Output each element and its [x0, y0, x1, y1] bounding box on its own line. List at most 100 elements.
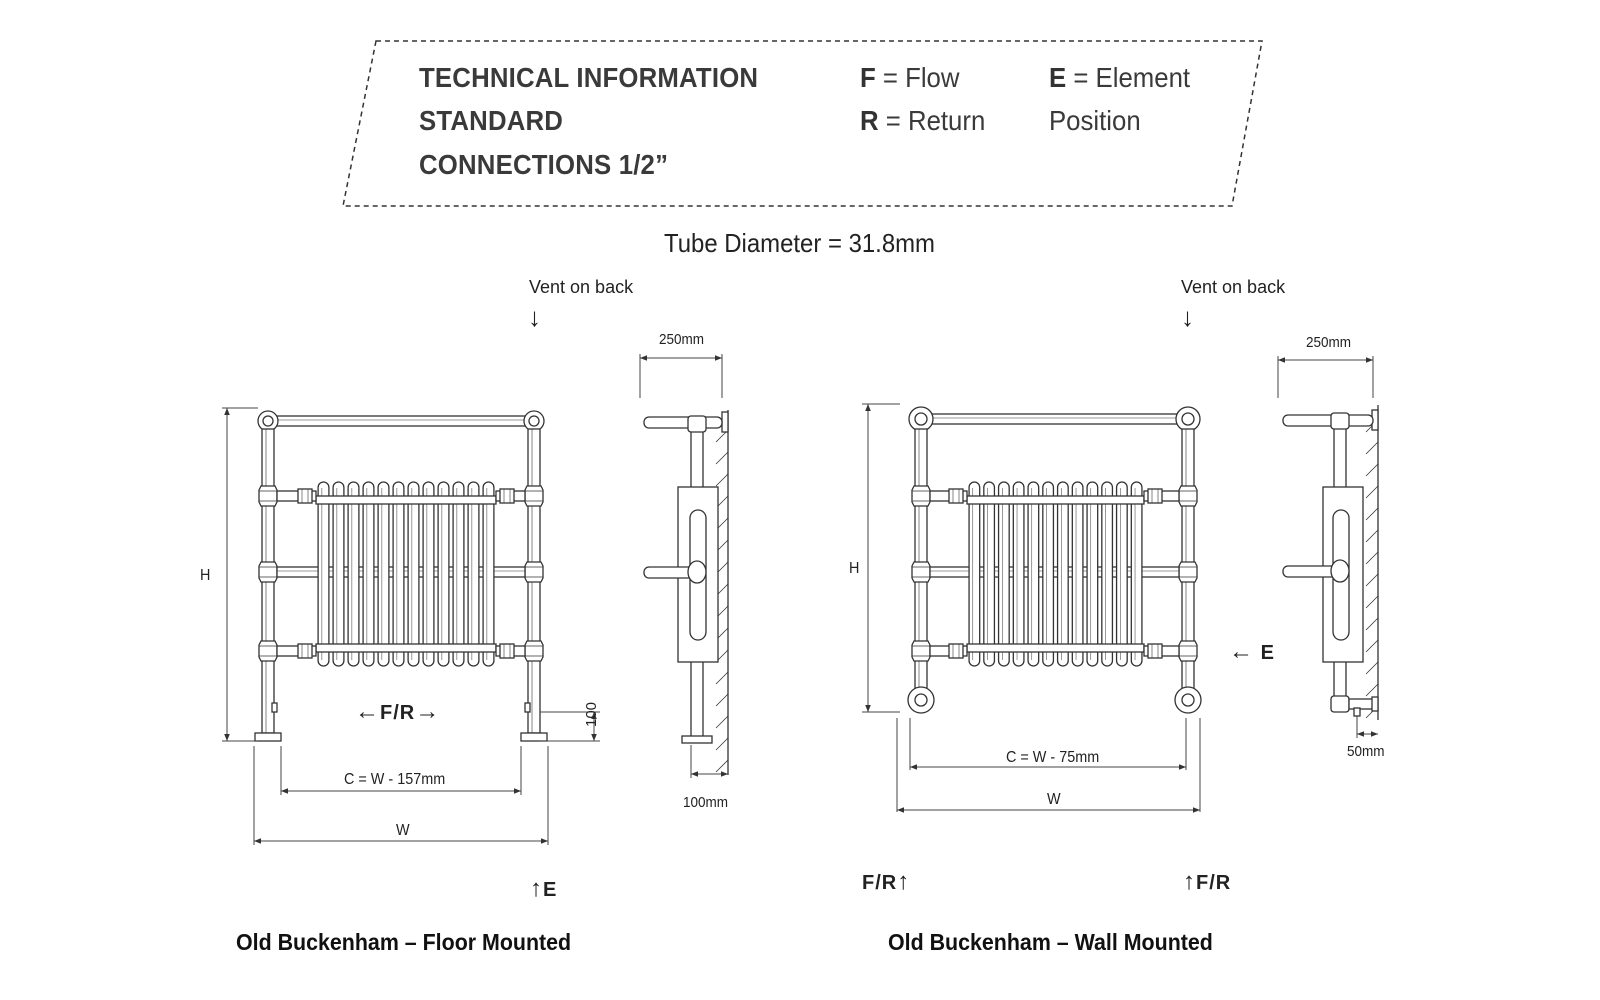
- wall-vent-label: Vent on back: [1181, 277, 1286, 297]
- wall-hatch: [1365, 529, 1379, 543]
- radiator-column: [1012, 481, 1025, 667]
- floor-height-label: H: [200, 567, 211, 584]
- floor-foot-right: [520, 732, 548, 742]
- radiator-column: [1056, 481, 1069, 667]
- wall-hatch: [715, 715, 729, 729]
- floor-side-joint: [687, 415, 707, 433]
- wall-side-valve-tail: [1353, 707, 1361, 717]
- wall-hatch: [715, 693, 729, 707]
- floor-side-foot: [681, 735, 713, 744]
- wall-mounted-side-view: [1282, 405, 1379, 720]
- floor-leg-plug-right: [524, 702, 531, 713]
- valve-nut: [1147, 488, 1163, 504]
- floor-leg-height: 100: [583, 701, 600, 727]
- radiator-column: [1115, 481, 1128, 667]
- radiator-column: [1071, 481, 1084, 667]
- wall-width-label: W: [1047, 791, 1061, 808]
- radiator-header-top: [315, 495, 497, 505]
- tube-joint: [258, 640, 278, 662]
- legend-element: E = Element: [1049, 62, 1191, 93]
- radiator-column: [332, 481, 345, 667]
- valve-nut: [948, 488, 964, 504]
- wall-hatch: [715, 451, 729, 465]
- wall-mounted-front-view: [907, 406, 1202, 714]
- radiator-column: [377, 481, 390, 667]
- wall-centres-label: C = W - 75mm: [1006, 749, 1100, 766]
- tube-joint: [1178, 485, 1198, 507]
- radiator-column: [968, 481, 981, 667]
- radiator-column: [997, 481, 1010, 667]
- tube-joint: [258, 561, 278, 583]
- floor-element-label: ↑E: [530, 875, 558, 902]
- wall-bottom-elbow-right-inner: [1181, 693, 1195, 707]
- dimension-lines: [222, 354, 1378, 845]
- wall-hatch: [1365, 463, 1379, 477]
- floor-top-rail: [267, 415, 535, 427]
- floor-width-label: W: [396, 822, 410, 839]
- header-subtitle: STANDARD: [419, 105, 564, 136]
- radiator-column: [1027, 481, 1040, 667]
- radiator-column: [407, 481, 420, 667]
- floor-side-bracket: [721, 411, 729, 433]
- floor-flow-return: ←F/R→: [355, 698, 441, 725]
- wall-hatch: [715, 473, 729, 487]
- wall-fr-left: F/R↑: [862, 868, 911, 895]
- valve-nut: [948, 643, 964, 659]
- header-frame: [342, 40, 1263, 207]
- floor-centres-label: C = W - 157mm: [344, 771, 446, 788]
- wall-hatch: [1365, 551, 1379, 565]
- radiator-column: [1101, 481, 1114, 667]
- wall-bottom-elbow-left-inner: [914, 693, 928, 707]
- wall-depth-top: 250mm: [1306, 334, 1352, 351]
- radiator-column: [362, 481, 375, 667]
- radiator-column: [1042, 481, 1055, 667]
- floor-side-top-arm: [643, 416, 723, 429]
- radiator-header-bottom: [966, 643, 1145, 653]
- wall-hatch: [1365, 683, 1379, 697]
- arrow-up-icon: ↑: [1183, 868, 1196, 895]
- wall-depth-bottom: 50mm: [1347, 743, 1385, 760]
- wall-element-label: ← E: [1229, 638, 1275, 665]
- wall-hatch: [1365, 485, 1379, 499]
- wall-top-cap-right-inner: [1181, 412, 1195, 426]
- wall-caption: Old Buckenham – Wall Mounted: [888, 929, 1213, 955]
- floor-top-cap-right-inner: [528, 415, 540, 427]
- wall-top-cap-left-inner: [914, 412, 928, 426]
- tube-joint: [524, 485, 544, 507]
- arrow-left-icon: ←: [355, 698, 380, 725]
- radiator-column: [482, 481, 495, 667]
- radiator-column: [422, 481, 435, 667]
- header-title: TECHNICAL INFORMATION: [419, 62, 759, 93]
- arrow-up-icon: ↑: [897, 868, 911, 895]
- wall-middle-rail: [929, 566, 1180, 578]
- radiator-column: [1130, 481, 1143, 667]
- floor-vent-arrow-icon: ↓: [528, 302, 541, 332]
- wall-side-bottom-joint: [1330, 695, 1350, 713]
- radiator-column: [437, 481, 450, 667]
- valve-nut: [499, 643, 515, 659]
- wall-hatch: [1365, 595, 1379, 609]
- wall-vent-arrow-icon: ↓: [1181, 302, 1194, 332]
- radiator-column: [983, 481, 996, 667]
- radiator-column: [452, 481, 465, 667]
- floor-connector-top-left: [276, 490, 317, 502]
- wall-top-rail: [920, 413, 1189, 425]
- wall-side-bracket-bottom: [1371, 696, 1379, 712]
- radiator-column: [1086, 481, 1099, 667]
- floor-foot-left: [254, 732, 282, 742]
- radiator-column: [317, 481, 330, 667]
- wall-fr-right: ↑F/R: [1183, 868, 1232, 895]
- floor-depth-top: 250mm: [659, 331, 705, 348]
- valve-nut: [499, 488, 515, 504]
- wall-height-label: H: [849, 560, 860, 577]
- floor-leg-plug-left: [271, 702, 278, 713]
- wall-hatch: [715, 759, 729, 773]
- arrow-left-icon: ←: [1229, 638, 1254, 665]
- radiator-header-bottom: [315, 643, 497, 653]
- floor-vent-label: Vent on back: [529, 277, 634, 297]
- radiator-column: [467, 481, 480, 667]
- tube-joint: [911, 561, 931, 583]
- floor-mounted-front-view: [254, 410, 548, 742]
- floor-mounted-side-view: [643, 410, 729, 775]
- wall-hatch: [1365, 507, 1379, 521]
